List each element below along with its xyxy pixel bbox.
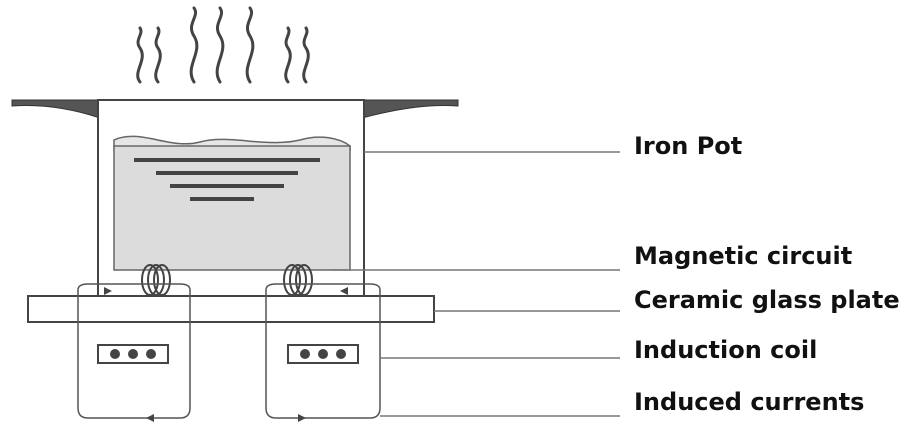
steam-line	[189, 6, 199, 84]
steam-line	[302, 26, 310, 84]
current-arrows	[104, 287, 348, 422]
left-pot-handle	[11, 99, 101, 119]
liquid	[113, 145, 351, 271]
label-iron-pot: Iron Pot	[634, 132, 743, 160]
steam-line	[215, 6, 225, 84]
steam-lines	[136, 6, 310, 84]
steam-line	[136, 26, 144, 84]
label-induced-currents: Induced currents	[634, 388, 865, 416]
label-induction-coil: Induction coil	[634, 336, 818, 364]
right-induction-coil	[287, 344, 359, 364]
right-induced-current-loop	[265, 296, 381, 419]
label-ceramic-glass-plate: Ceramic glass plate	[634, 286, 900, 314]
heat-lines	[134, 158, 320, 201]
arrow-icon	[298, 414, 306, 422]
label-magnetic-circuit: Magnetic circuit	[634, 242, 853, 270]
right-upper-current-loop	[265, 283, 381, 296]
induction-units	[77, 283, 381, 419]
ceramic-glass-plate	[27, 295, 435, 323]
steam-line	[154, 26, 162, 84]
leader-lines	[332, 151, 620, 417]
left-induced-current-loop	[77, 296, 191, 419]
arrow-icon	[146, 414, 154, 422]
arrow-icon	[104, 287, 112, 295]
left-induction-coil	[97, 344, 169, 364]
left-upper-current-loop	[77, 283, 191, 296]
arrow-icon	[340, 287, 348, 295]
right-pot-handle	[361, 99, 459, 119]
steam-line	[284, 26, 292, 84]
steam-line	[245, 6, 255, 84]
